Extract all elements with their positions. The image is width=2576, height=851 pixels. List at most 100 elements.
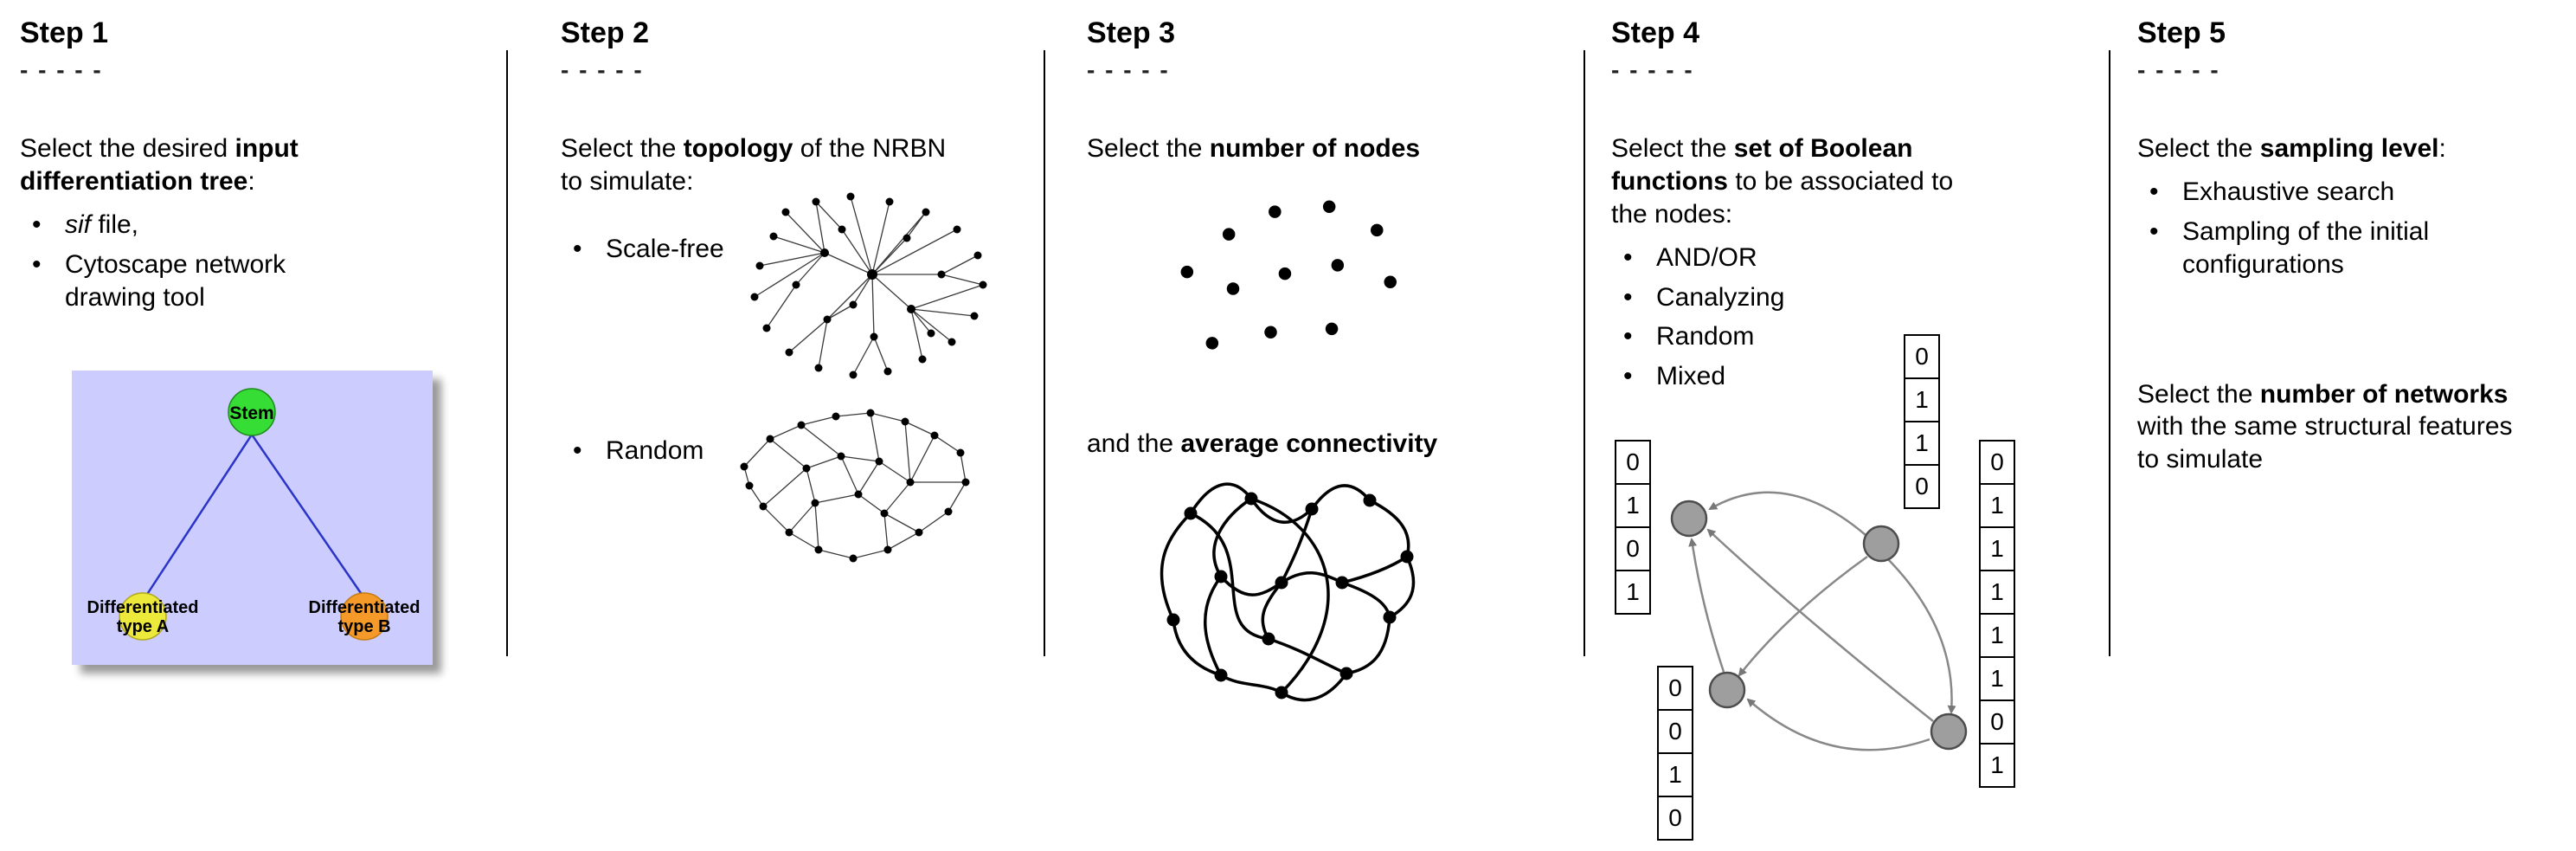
differentiation-tree-svg: Stem Differentiated type A Differentiate… (87, 388, 421, 641)
bullet-item: • sif file, (20, 209, 491, 242)
tree-edge (145, 434, 254, 597)
bullet-text: sif file, (65, 210, 139, 239)
bullet-marker: • (1623, 322, 1633, 351)
bullet-text: Exhaustive search (2182, 177, 2395, 207)
step-title: Step 1 (20, 16, 109, 49)
network-nodes (1166, 492, 1414, 699)
bullet-text: Random (1656, 322, 1755, 351)
column-divider (1044, 50, 1045, 656)
truth-table-cell: 0 (1615, 526, 1651, 571)
truth-table-cell: 1 (1615, 483, 1651, 528)
truth-table-cell: 1 (1979, 656, 2015, 701)
type-b-node-label: Differentiated (309, 598, 421, 617)
truth-table-cell: 0 (1657, 666, 1693, 711)
bullet-item: • Exhaustive search (2137, 176, 2566, 209)
tree-edge (250, 434, 364, 597)
gray-network-nodes (1670, 500, 1968, 751)
type-b-node-label: type B (337, 617, 390, 636)
bullet-item: • Random (1611, 320, 2096, 353)
bullet-item: • Cytoscape network drawing tool (20, 248, 491, 314)
step-second-text: Select the number of networks with the s… (2137, 379, 2513, 474)
network-nodes (740, 409, 970, 563)
network-edges (743, 412, 967, 559)
scattered-nodes-figure (1180, 200, 1397, 350)
differentiation-tree-figure: Stem Differentiated type A Differentiate… (72, 371, 433, 666)
bullet-text: Canalyzing (1656, 282, 1785, 312)
step-3-column: Step 3 - - - - - Select the number of no… (1087, 16, 1571, 725)
step-title: Step 4 (1611, 16, 1700, 49)
bullet-marker: • (573, 436, 582, 465)
step-intro: Select the topology of the NRBN to simul… (561, 134, 947, 197)
step-second-text: and the average connectivity (1087, 429, 1438, 459)
differentiated-type-b-node (340, 592, 389, 641)
bullet-item: • Random (561, 435, 703, 467)
boolean-network-svg (1670, 491, 1968, 751)
bullet-marker: • (1623, 242, 1633, 272)
network-arrows (1688, 491, 1956, 751)
bullet-marker: • (2149, 177, 2159, 207)
curvy-network-edges (1160, 482, 1416, 702)
differentiated-type-a-node (119, 592, 167, 641)
truth-table-cell: 1 (1904, 421, 1940, 466)
truth-table-cell: 1 (1979, 570, 2015, 615)
bullet-item: • Mixed (1611, 360, 2096, 393)
column-divider (1584, 50, 1585, 656)
bullet-item: • Scale-free (561, 233, 724, 266)
network-edges (754, 196, 984, 376)
bullet-item: • AND/OR (1611, 242, 2096, 274)
step-intro: Select the desired input differentiation… (20, 134, 299, 197)
truth-table-cell: 0 (1657, 796, 1693, 841)
step-4-column: Step 4 - - - - - Select the set of Boole… (1611, 16, 2096, 851)
bullet-marker: • (1623, 362, 1633, 391)
truth-table-cell: 1 (1657, 752, 1693, 797)
truth-table-cell: 1 (1979, 483, 2015, 528)
bullet-list: • AND/OR • Canalyzing • Random • Mixed (1611, 242, 2096, 393)
truth-table-cell: 1 (1979, 613, 2015, 658)
truth-table-cell: 0 (1904, 334, 1940, 379)
dashes-divider: - - - - - (561, 56, 644, 84)
bullet-marker: • (32, 249, 42, 279)
column-divider (2109, 50, 2110, 656)
scale-free-network-figure (750, 192, 987, 379)
step-intro: Select the set of Boolean functions to b… (1611, 134, 1954, 229)
bullet-text: Random (606, 436, 704, 465)
step-intro: Select the number of nodes (1087, 134, 1421, 164)
bullet-item: • Canalyzing (1611, 281, 2096, 314)
dashes-divider: - - - - - (1611, 56, 1694, 84)
step-1-column: Step 1 - - - - - Select the desired inpu… (20, 16, 491, 666)
step-intro: Select the sampling level: (2137, 134, 2446, 164)
bullet-marker: • (2149, 216, 2159, 246)
bullet-text: Sampling of the initial configurations (2182, 216, 2430, 279)
column-divider (506, 50, 508, 656)
type-a-node-label: type A (117, 617, 169, 636)
truth-table-cell: 0 (1615, 440, 1651, 485)
dashes-divider: - - - - - (1087, 56, 1170, 84)
bullet-text: Cytoscape network drawing tool (65, 249, 286, 312)
network-nodes (1180, 200, 1397, 350)
bullet-text: Scale-free (606, 235, 724, 263)
random-network-figure (740, 409, 970, 563)
step-title: Step 3 (1087, 16, 1176, 49)
truth-table-cell: 1 (1979, 526, 2015, 571)
bullet-marker: • (573, 235, 582, 263)
type-a-node-label: Differentiated (87, 598, 199, 617)
bullet-marker: • (1623, 282, 1633, 312)
stem-node-label: Stem (229, 403, 273, 423)
bullet-list: • sif file, • Cytoscape network drawing … (20, 209, 491, 313)
truth-table-cell: 0 (1904, 464, 1940, 509)
truth-table-cell: 0 (1657, 709, 1693, 754)
step-5-column: Step 5 - - - - - Select the sampling lev… (2137, 16, 2566, 476)
bullet-text: AND/OR (1656, 242, 1757, 272)
bullet-marker: • (32, 210, 42, 239)
network-nodes (750, 192, 987, 379)
truth-table-cell: 1 (1615, 570, 1651, 615)
truth-table-cell: 0 (1979, 440, 2015, 485)
stem-node (228, 388, 276, 437)
dashes-divider: - - - - - (2137, 56, 2220, 84)
